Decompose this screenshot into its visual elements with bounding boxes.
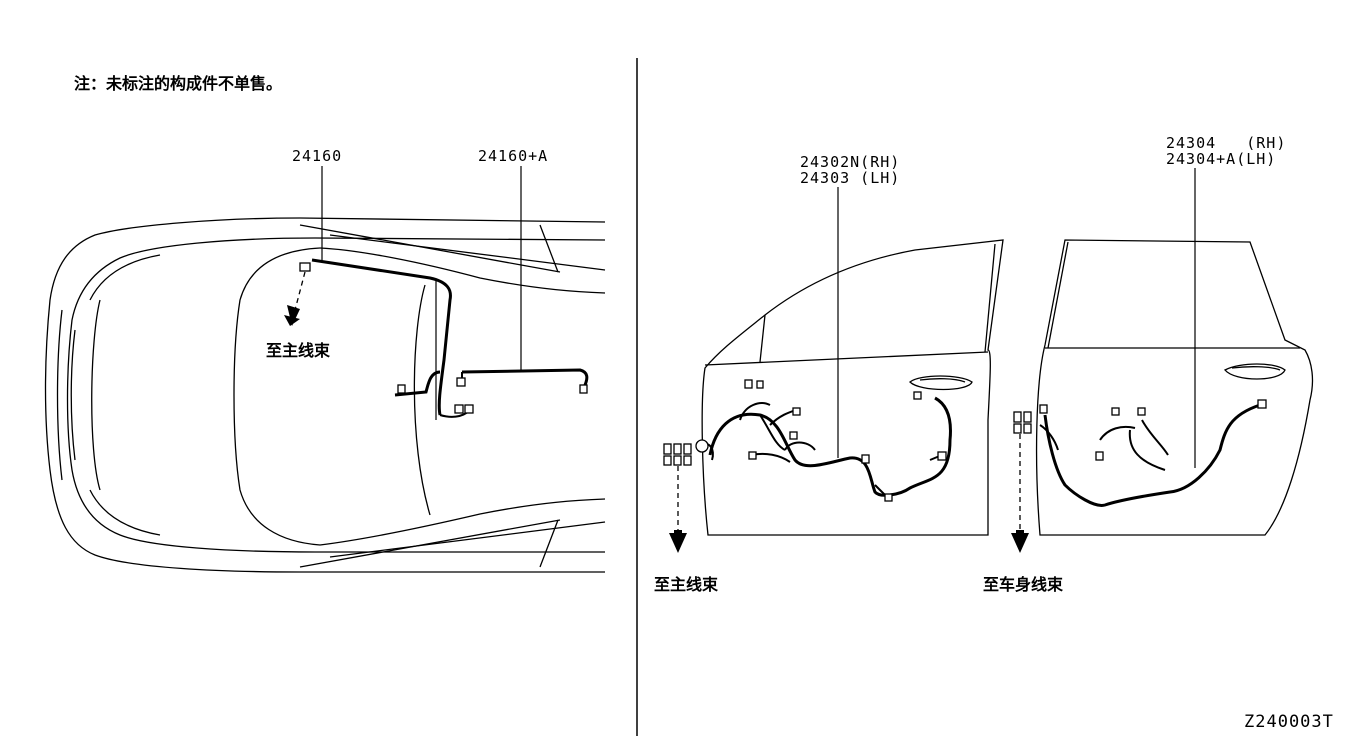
destination-rear-body: 至车身线束: [983, 575, 1064, 594]
callout-24160: 24160: [292, 147, 343, 165]
rear-door-outline: [1035, 239, 1314, 536]
front-door-outline: [701, 239, 1004, 536]
callout-24302n-rh: 24302N(RH): [800, 153, 901, 171]
hood-harness-wire: [311, 258, 589, 420]
hood-destination-leader: [294, 271, 306, 311]
callout-24160a: 24160+A: [478, 147, 549, 165]
hood-harness-connectors: [299, 262, 588, 414]
callout-24304-rh: 24304 (RH): [1166, 134, 1287, 152]
front-door-connectors: [663, 379, 947, 502]
destination-front-main: 至主线束: [654, 575, 719, 594]
front-door-destination-arrow: [669, 533, 687, 553]
rear-door-destination-arrow: [1011, 533, 1029, 553]
note-text: 注：未标注的构成件不单售。: [74, 74, 283, 93]
rear-door-connectors: [1013, 399, 1267, 461]
callout-24303-lh: 24303 (LH): [800, 169, 901, 187]
rear-door-harness: [1039, 403, 1261, 507]
car-body-outline: [44, 217, 606, 573]
front-door-harness: [699, 396, 952, 499]
destination-hood-main: 至主线束: [266, 341, 331, 360]
hood-outline: [233, 224, 606, 568]
drawing-number: Z240003T: [1244, 712, 1334, 732]
callout-24304a-lh: 24304+A(LH): [1166, 150, 1277, 168]
